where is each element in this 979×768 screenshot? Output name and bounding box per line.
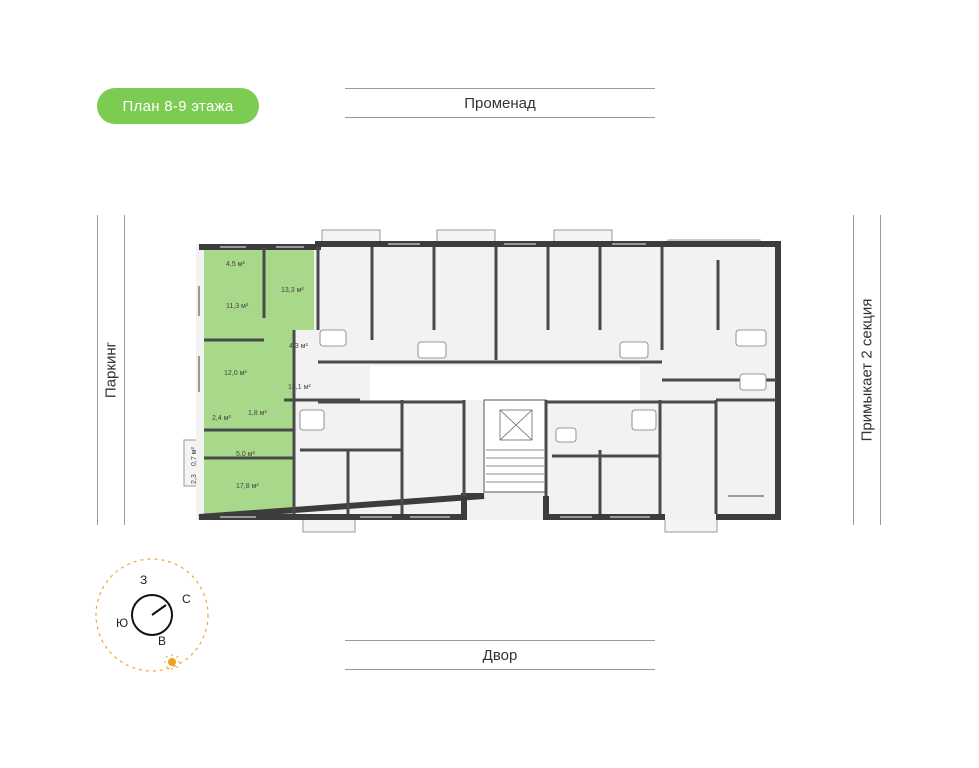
street-right: Примыкает 2 секция: [853, 215, 881, 525]
corridor: [370, 366, 640, 400]
stairs: [486, 409, 544, 483]
room-area-label: 12,0 м²: [224, 370, 247, 377]
room-area-label: 0,7 м²: [191, 447, 198, 466]
compass-north-letter: С: [182, 592, 191, 606]
street-bottom-label: Двор: [482, 646, 518, 664]
street-left: Паркинг: [97, 215, 125, 525]
street-top: Променад: [345, 88, 655, 118]
room-area-label: 5,0 м²: [236, 451, 255, 458]
street-top-label: Променад: [464, 94, 536, 112]
sun-path: [95, 558, 209, 672]
room-area-label: 4,5 м²: [226, 261, 245, 268]
compass: З С Ю В: [95, 558, 209, 672]
room-area-label: 2,3: [191, 474, 198, 484]
compass-east-letter: В: [158, 634, 166, 648]
stair-lift-core: [483, 399, 547, 493]
sun-icon: [164, 654, 180, 670]
windows: [198, 243, 764, 518]
room-area-label: 17,8 м²: [236, 483, 259, 490]
compass-needle: [151, 604, 167, 616]
bathroom-fixtures: [299, 329, 767, 443]
street-bottom: Двор: [345, 640, 655, 670]
highlighted-apartment[interactable]: [204, 250, 314, 514]
room-area-label: 2,4 м²: [212, 415, 231, 422]
room-labels: 4,5 м² 13,3 м² 11,3 м² 4,3 м² 12,0 м² 13…: [191, 261, 311, 490]
compass-ring: [131, 594, 173, 636]
compass-south-letter: Ю: [116, 616, 128, 630]
compass-west-letter: З: [140, 573, 147, 587]
floor-plan-badge: План 8-9 этажа: [97, 88, 259, 124]
room-area-label: 13,3 м²: [281, 287, 304, 294]
room-area-label: 13,1 м²: [288, 384, 311, 391]
room-area-label: 1,8 м²: [248, 410, 267, 417]
room-area-label: 11,3 м²: [226, 303, 249, 310]
room-area-label: 4,3 м²: [289, 343, 308, 350]
